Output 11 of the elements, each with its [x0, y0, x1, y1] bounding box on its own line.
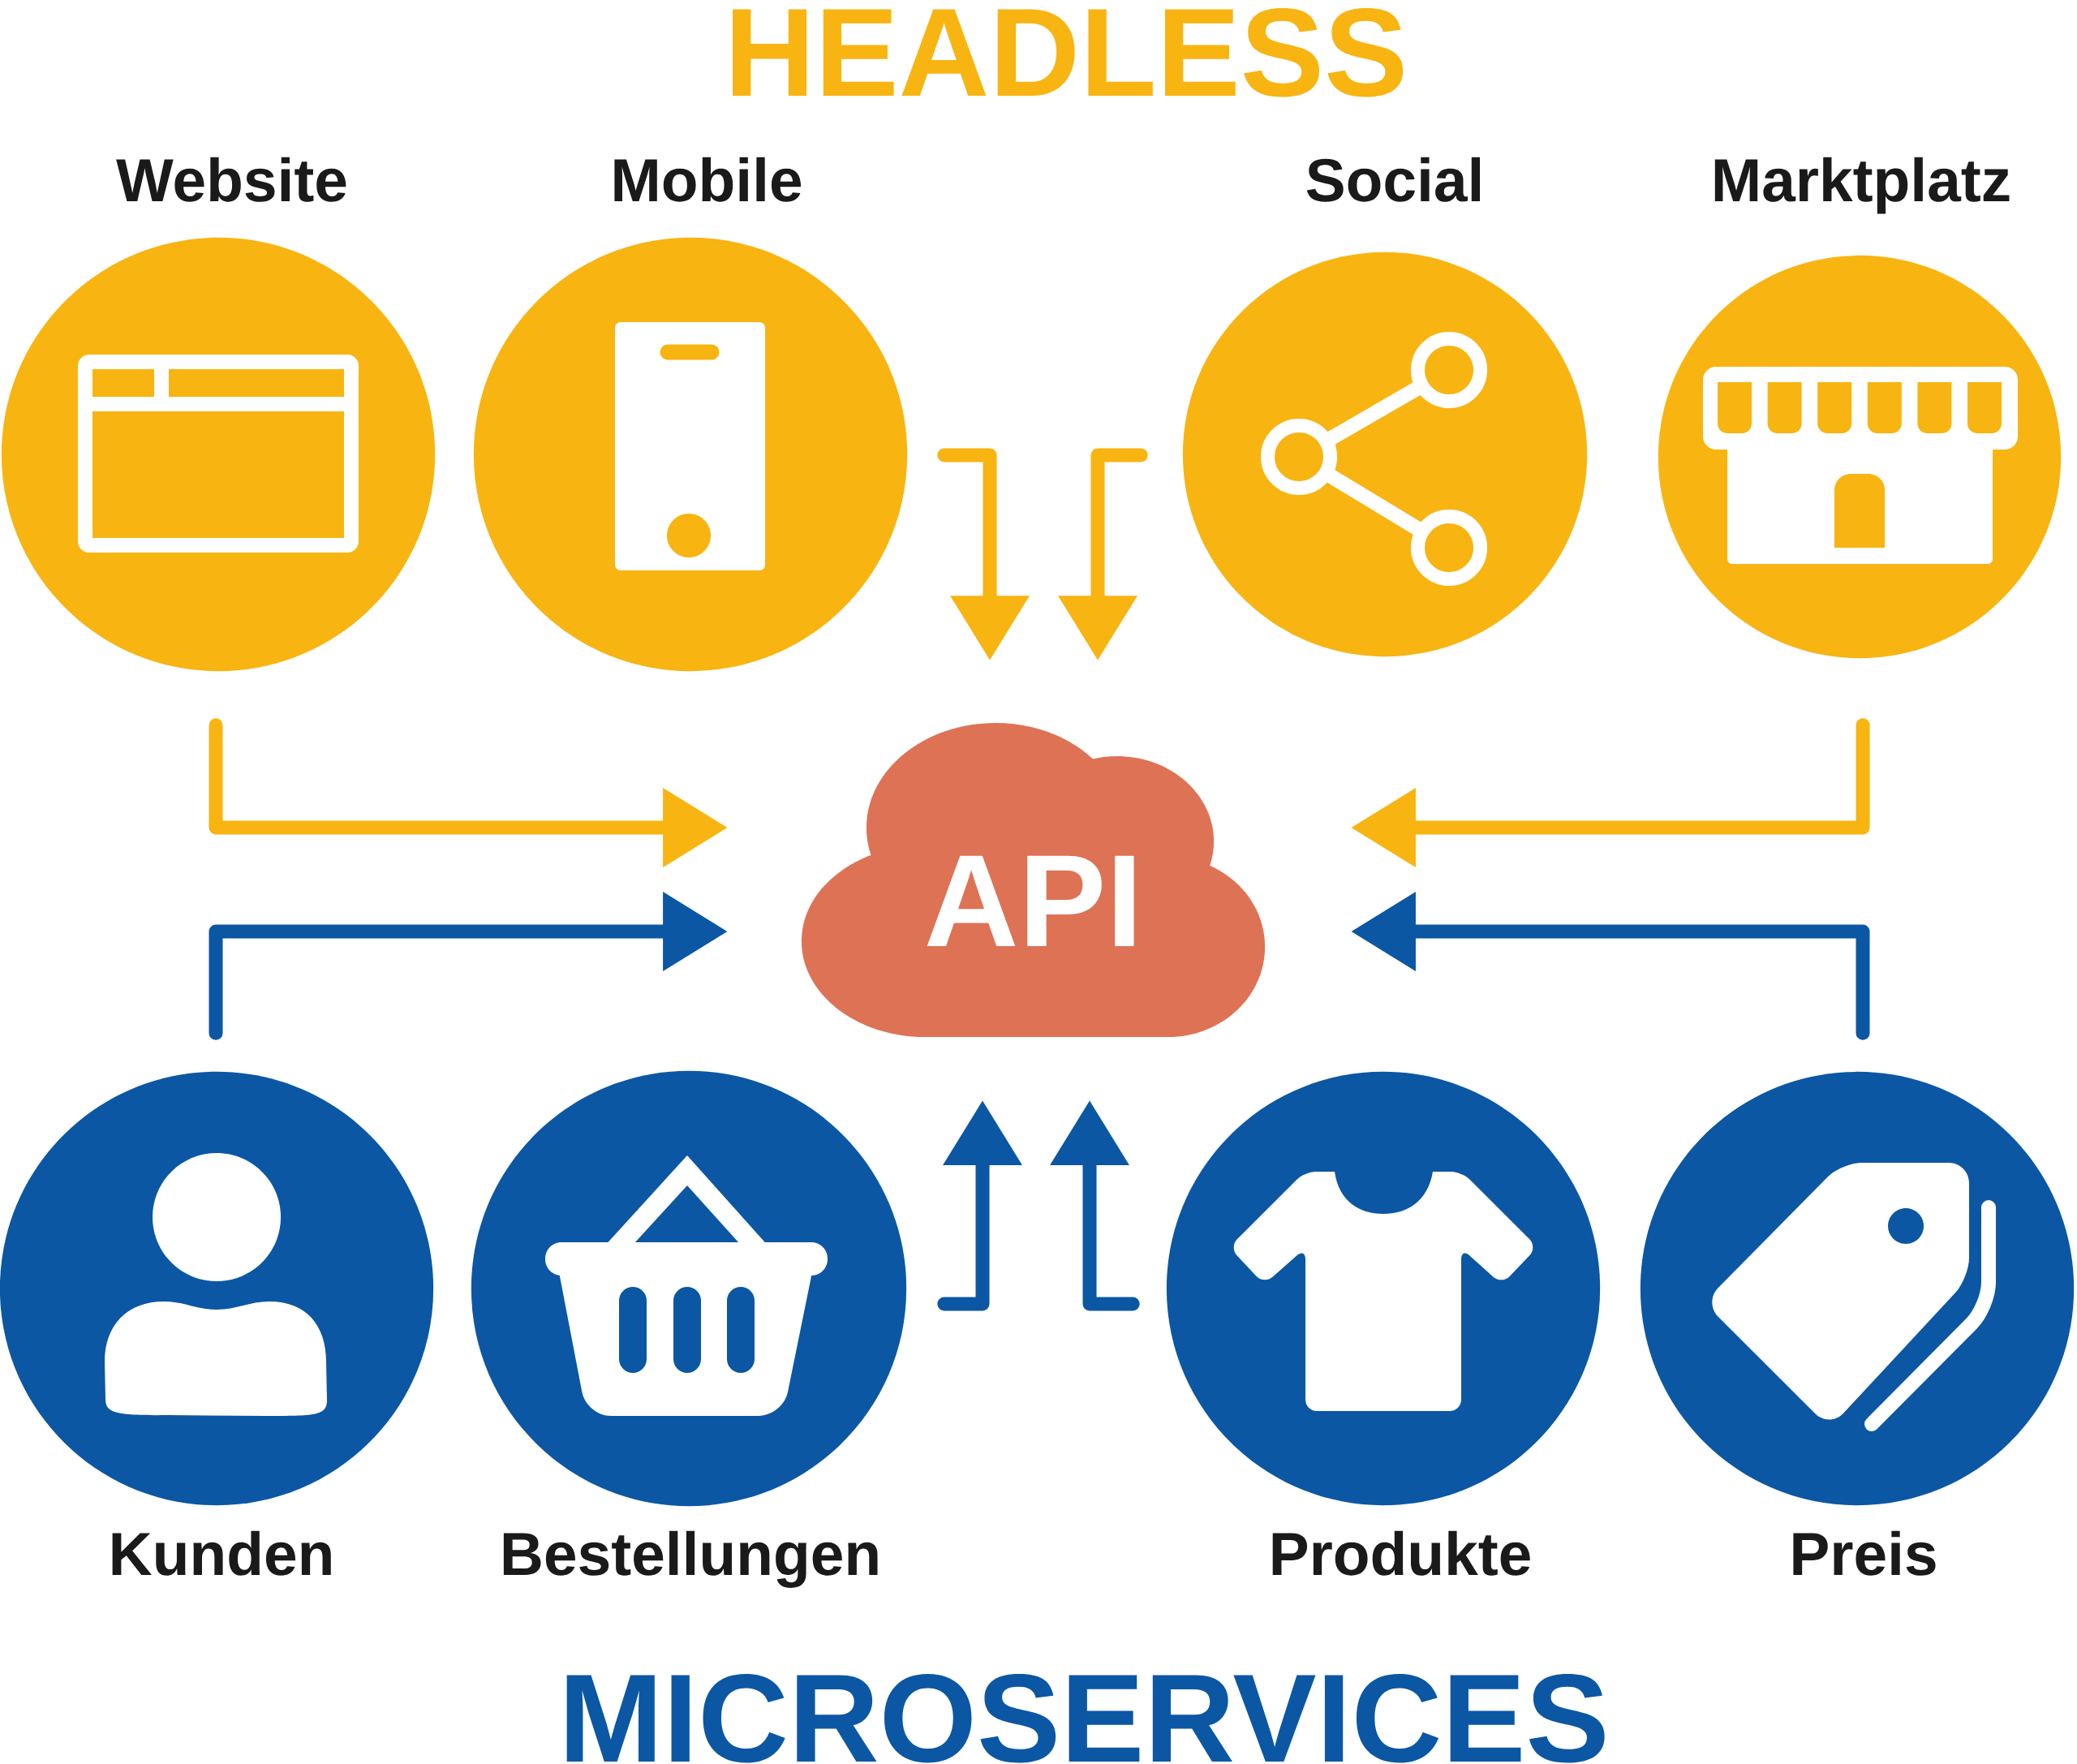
node-label: Website [116, 157, 346, 202]
node-label: Bestellungen [503, 1530, 878, 1588]
cloud: API [801, 722, 1266, 1038]
node-label: Social [1306, 157, 1481, 202]
node-label: Kunden [112, 1530, 331, 1576]
node-label: Preis [1793, 1530, 1936, 1576]
node-label: Mobile [614, 157, 802, 202]
heading: MICROSERVICES [566, 1674, 1605, 1763]
title: HEADLESS [733, 7, 1404, 97]
node-label: Marktplatz [1714, 157, 2010, 214]
node-label: Produkte [1272, 1530, 1530, 1576]
